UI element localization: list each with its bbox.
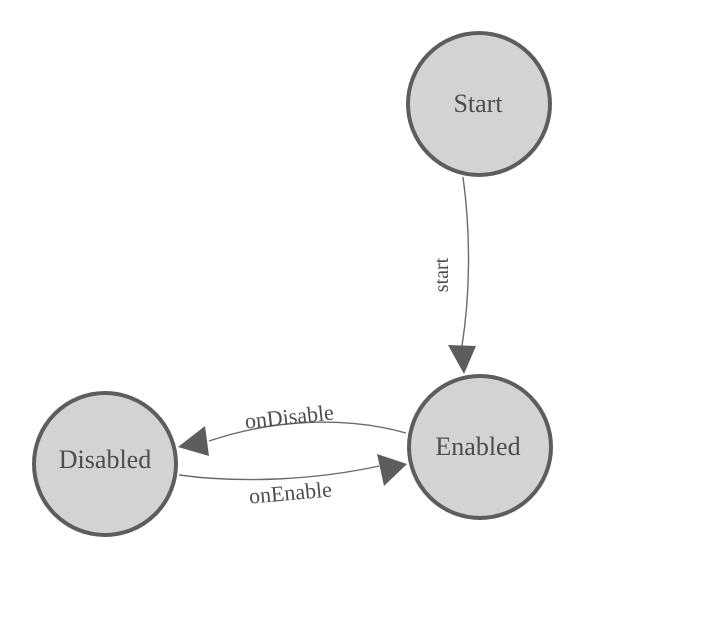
edge-label-onenable: onEnable <box>248 476 333 508</box>
arrowhead-down-icon <box>448 345 476 374</box>
arrowhead-left-icon <box>178 426 209 456</box>
edge-onenable-line[interactable] <box>178 465 380 481</box>
node-enabled[interactable]: Enabled <box>407 374 553 520</box>
edge-enabled-to-disabled[interactable]: onDisable <box>178 399 407 456</box>
node-disabled-circle[interactable] <box>32 391 178 537</box>
edge-label-ondisable: onDisable <box>244 399 335 433</box>
edge-label-start: start <box>431 257 453 292</box>
node-enabled-label: Enabled <box>435 432 520 461</box>
node-enabled-circle[interactable] <box>407 374 553 520</box>
edge-disabled-to-enabled[interactable]: onEnable <box>178 454 407 509</box>
node-disabled-label: Disabled <box>59 445 151 474</box>
node-start-circle[interactable] <box>406 31 552 177</box>
node-start-label: Start <box>453 89 503 118</box>
edge-start-line[interactable] <box>461 176 470 347</box>
node-start[interactable]: Start <box>406 31 552 177</box>
node-disabled[interactable]: Disabled <box>32 391 178 537</box>
edge-start-to-enabled[interactable]: start <box>431 176 476 374</box>
arrowhead-right-icon <box>377 454 407 486</box>
edge-ondisable-line[interactable] <box>208 421 407 442</box>
